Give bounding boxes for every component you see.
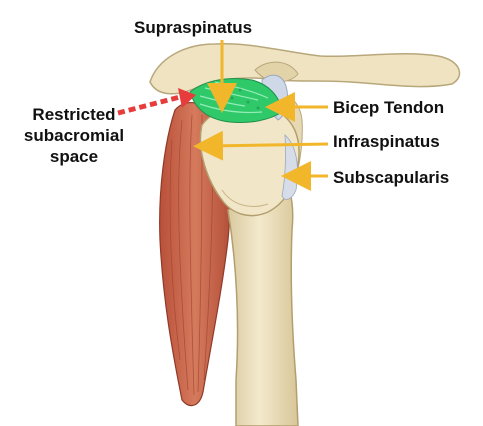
supraspinatus-label: Supraspinatus xyxy=(134,18,253,37)
restricted-subacromial-space-label: Restricted subacromial space xyxy=(18,104,130,167)
clavicle-bone xyxy=(149,42,461,95)
humerus-bone xyxy=(227,178,299,426)
infraspinatus-label: Infraspinatus xyxy=(333,132,440,151)
subscapularis-label: Subscapularis xyxy=(333,168,450,187)
restricted-label-line3: space xyxy=(49,147,99,166)
infraspinatus-arrow xyxy=(193,130,329,161)
restricted-label-line1: Restricted xyxy=(32,105,116,124)
restricted-label-line2: subacromial xyxy=(23,126,125,145)
bicep-tendon-label: Bicep Tendon xyxy=(333,98,445,117)
